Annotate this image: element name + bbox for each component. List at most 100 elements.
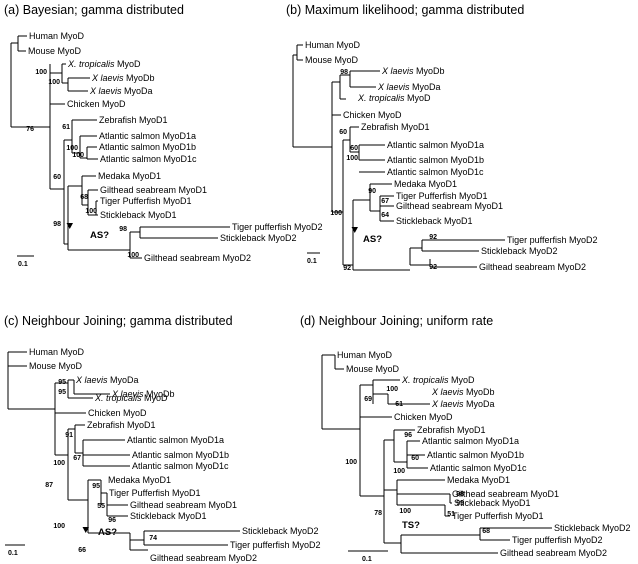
panel-a-taxon: Chicken MyoD: [67, 99, 126, 109]
panel-c-scale-label: 0.1: [8, 550, 18, 557]
panel-c-support: 55: [97, 503, 105, 510]
panel-d-support: 100: [393, 468, 405, 475]
panel-b-taxon: X. tropicalis MyoD: [357, 93, 431, 103]
panel-b-taxon: Atlantic salmon MyoD1c: [387, 167, 484, 177]
panel-a-taxon: Gilthead seabream MyoD2: [144, 253, 251, 263]
panel-b-support: 67: [381, 198, 389, 205]
panel-c-taxon: Zebrafish MyoD1: [87, 420, 156, 430]
panel-a-taxa: Human MyoD Mouse MyoD X. tropicalis MyoD…: [28, 31, 323, 263]
panel-b-taxon: Zebrafish MyoD1: [361, 122, 430, 132]
panel-b-scale-label: 0.1: [307, 258, 317, 265]
panel-b-support: 92: [343, 265, 351, 272]
panel-a-event-marker: [66, 223, 73, 229]
panel-d-taxon: Human MyoD: [337, 350, 393, 360]
panel-d-branches: [321, 354, 552, 554]
panel-a-support: 76: [26, 126, 34, 133]
panel-d-taxon: Tiger Pufferfish MyoD1: [452, 511, 544, 521]
panel-a-taxon: Gilthead seabream MyoD1: [100, 185, 207, 195]
panel-a: (a) Bayesian; gamma distributed: [4, 3, 323, 268]
panel-d-support: 96: [404, 432, 412, 439]
panel-a-support: 100: [127, 252, 139, 259]
panel-b-taxon: Stickleback MyoD2: [481, 246, 558, 256]
panel-d-support: 98: [456, 491, 464, 498]
panel-b-support: 92: [429, 234, 437, 241]
panel-b-taxon: Mouse MyoD: [305, 55, 359, 65]
panel-a-support: 60: [53, 174, 61, 181]
panel-a-taxon: X. tropicalis MyoD: [67, 59, 141, 69]
panel-a-taxon: Medaka MyoD1: [98, 171, 161, 181]
panel-b-support: 64: [381, 212, 389, 219]
panel-d-taxon: Gilthead seabream MyoD2: [500, 548, 607, 558]
panel-b-taxon: Gilthead seabream MyoD2: [479, 262, 586, 272]
panel-c-event-label: AS?: [98, 527, 117, 538]
panel-a-taxon: Atlantic salmon MyoD1a: [99, 131, 196, 141]
panel-c-support: 95: [58, 389, 66, 396]
panel-c-taxon: Atlantic salmon MyoD1a: [127, 435, 224, 445]
panel-a-taxon: Zebrafish MyoD1: [99, 115, 168, 125]
panel-d-taxon: Medaka MyoD1: [447, 475, 510, 485]
panel-a-support: 100: [48, 79, 60, 86]
panel-c-title: (c) Neighbour Joining; gamma distributed: [4, 314, 233, 328]
panel-c-support: 95: [92, 483, 100, 490]
panel-d-support-values: 100 61 69 96 60 100 100 98 99 51 100 78 …: [345, 386, 490, 535]
panel-c-taxon: Atlantic salmon MyoD1b: [132, 450, 229, 460]
panel-b-event-label: AS?: [363, 234, 382, 245]
panel-a-taxon: X laevis MyoDb: [91, 73, 155, 83]
panel-d-taxon: X laevis MyoDb: [431, 387, 495, 397]
panel-a-support: 98: [119, 226, 127, 233]
panel-d-scale-label: 0.1: [362, 556, 372, 563]
panel-c-support: 96: [108, 517, 116, 524]
panel-d-support: 100: [386, 386, 398, 393]
panel-b-title: (b) Maximum likelihood; gamma distribute…: [286, 3, 524, 17]
panel-b-taxon: Tiger Pufferfish MyoD1: [396, 191, 488, 201]
panel-d-support: 60: [411, 455, 419, 462]
panel-b-support: 60: [350, 145, 358, 152]
panel-a-taxon: Tiger pufferfish MyoD2: [232, 222, 323, 232]
panel-c-support: 66: [78, 547, 86, 554]
panel-a-taxon: Atlantic salmon MyoD1b: [99, 142, 196, 152]
panel-a-title: (a) Bayesian; gamma distributed: [4, 3, 184, 17]
panel-a-event-label: AS?: [90, 230, 109, 241]
panel-b-taxon: X laevis MyoDa: [377, 82, 441, 92]
panel-d-support: 68: [482, 528, 490, 535]
panel-b-taxon: Chicken MyoD: [343, 110, 402, 120]
panel-b-taxon: Human MyoD: [305, 40, 361, 50]
panel-c-taxon: Human MyoD: [29, 347, 85, 357]
panel-c-support: 91: [65, 432, 73, 439]
panel-a-support: 68: [80, 194, 88, 201]
panel-a-scale-label: 0.1: [18, 261, 28, 268]
panel-a-support-values: 100 100 76 61 100 100 68 60 100 98 98 10…: [26, 69, 139, 259]
panel-a-taxon: Stickleback MyoD1: [100, 210, 177, 220]
panel-c-taxon: Stickleback MyoD2: [242, 526, 319, 536]
panel-b-support-values: 98 60 60 100 90 67 64 100 92 92 92: [330, 69, 437, 272]
panel-c-taxon: Tiger Pufferfish MyoD1: [109, 488, 201, 498]
panel-a-branches: [10, 35, 230, 259]
panel-b-support: 100: [346, 155, 358, 162]
panel-d: (d) Neighbour Joining; uniform rate: [300, 314, 631, 563]
panel-b-support: 92: [429, 264, 437, 271]
panel-d-taxon: Atlantic salmon MyoD1b: [427, 450, 524, 460]
panel-d-taxon: Gilthead seabream MyoD1: [452, 489, 559, 499]
panel-c-support: 100: [53, 460, 65, 467]
panel-c-taxon: X. tropicalis MyoD: [94, 393, 168, 403]
panel-c-taxon: Tiger pufferfish MyoD2: [230, 540, 321, 550]
panel-a-support: 98: [53, 221, 61, 228]
panel-c-taxon: Gilthead seabream MyoD1: [130, 500, 237, 510]
panel-c-branches: [5, 351, 240, 551]
panel-d-taxon: X. tropicalis MyoD: [401, 375, 475, 385]
panel-c-taxon: Gilthead seabream MyoD2: [150, 553, 257, 563]
panel-c-support: 95: [58, 379, 66, 386]
panel-b-taxa: Human MyoD Mouse MyoD X laevis MyoDb X l…: [305, 40, 598, 272]
panel-b-branches: [292, 44, 505, 271]
panel-d-taxon: X laevis MyoDa: [431, 399, 495, 409]
panel-d-support: 51: [447, 511, 455, 518]
panel-a-support: 100: [85, 208, 97, 215]
panel-c-support: 87: [45, 482, 53, 489]
panel-b-support: 60: [339, 129, 347, 136]
panel-b-taxon: Gilthead seabream MyoD1: [396, 201, 503, 211]
panel-a-taxon: Mouse MyoD: [28, 46, 82, 56]
panel-b-event-marker: [351, 227, 358, 233]
panel-b-taxon: Atlantic salmon MyoD1b: [387, 155, 484, 165]
panel-a-taxon: Human MyoD: [29, 31, 85, 41]
panel-d-taxon: Zebrafish MyoD1: [417, 425, 486, 435]
